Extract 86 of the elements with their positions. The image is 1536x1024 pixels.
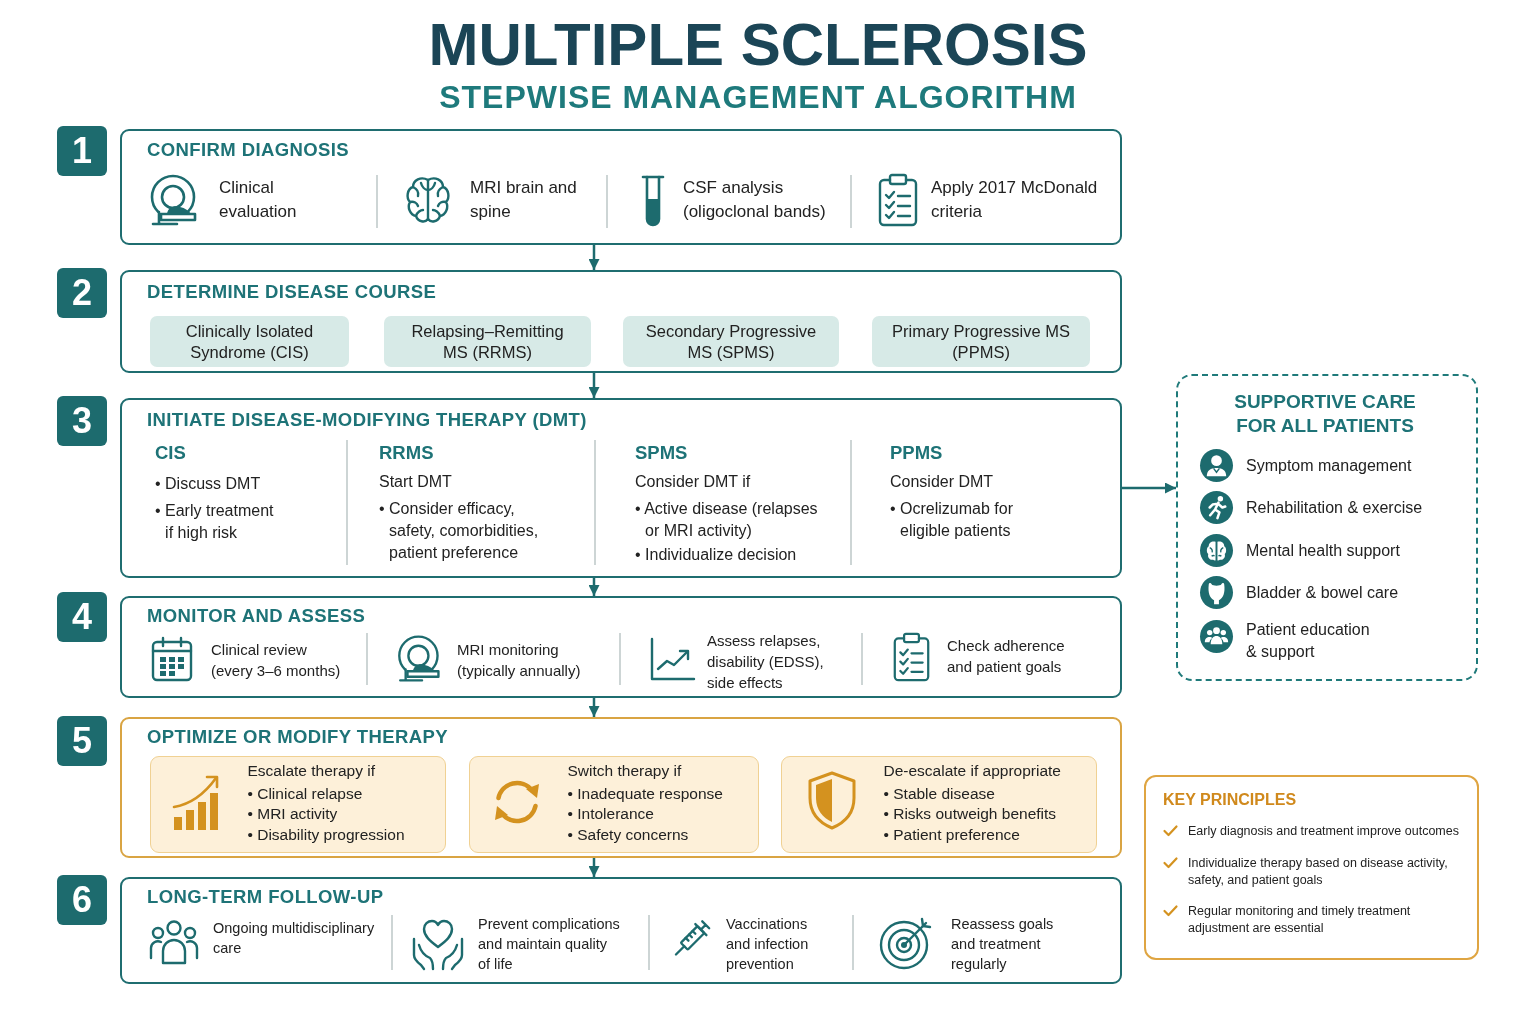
column-heading: PPMS (890, 441, 943, 465)
step-number-badge: 3 (57, 396, 107, 446)
step-number-badge: 5 (57, 716, 107, 766)
step-number-badge: 1 (57, 126, 107, 176)
step-heading: DETERMINE DISEASE COURSE (147, 281, 437, 303)
item-text: Rehabilitation & exercise (1246, 498, 1423, 518)
course-label: Primary Progressive MS (PPMS) (892, 320, 1070, 363)
principle-text: Early diagnosis and treatment improve outcomes (1188, 822, 1459, 840)
step-heading: CONFIRM DIAGNOSIS (147, 139, 350, 161)
option-card (469, 756, 759, 853)
arrow (588, 373, 600, 398)
arrow (588, 245, 600, 270)
panel-heading: SUPPORTIVE CARE FOR ALL PATIENTS (1233, 390, 1417, 438)
step-panel (120, 877, 1122, 984)
column-heading: SPMS (635, 441, 688, 465)
column-heading: RRMS (379, 441, 434, 465)
disease-course-pill (384, 316, 591, 367)
item-text: MRI brain and spine (470, 177, 578, 223)
bullet-item: • Individualize decision (635, 545, 797, 565)
disease-course-pill (623, 316, 839, 367)
bullet-item: • MRI activity (247, 804, 338, 824)
principle-text: Regular monitoring and timely treatment adjustment are essential (1188, 902, 1412, 937)
arrow (588, 858, 600, 877)
bullet-item: • Early treatment if high risk (155, 501, 275, 543)
bullet-item: • Active disease (relapses or MRI activity) (635, 499, 819, 541)
course-label: Relapsing–Remitting MS (RRMS) (410, 320, 565, 363)
item-text: MRI monitoring (typically annually) (457, 640, 582, 681)
step-heading: LONG-TERM FOLLOW-UP (147, 886, 384, 908)
column-heading: CIS (155, 441, 186, 465)
step-panel (120, 717, 1122, 858)
supportive-care-panel (1176, 374, 1478, 681)
option-card (781, 756, 1097, 853)
arrow (588, 698, 600, 717)
disease-course-pill (150, 316, 349, 367)
item-text: Consider DMT if (635, 472, 751, 492)
item-text: Assess relapses, disability (EDSS), side effects (707, 631, 825, 693)
item-text: Prevent complications and maintain quality of life (478, 915, 621, 974)
option-card (150, 756, 446, 853)
item-text: Clinical evaluation (219, 177, 298, 223)
bullet-item: • Discuss DMT (155, 474, 261, 494)
course-label: Clinically Isolated Syndrome (CIS) (184, 320, 315, 363)
arrow (588, 578, 600, 596)
bullet-item: • Clinical relapse (247, 784, 363, 804)
item-text: Reassess goals and treatment regularly (951, 915, 1055, 974)
title: MULTIPLE SCLEROSIS (427, 13, 1089, 77)
item-text: Escalate therapy if (247, 761, 375, 781)
item-text: Apply 2017 McDonald criteria (931, 177, 1099, 223)
item-text: Symptom management (1246, 456, 1412, 476)
arrow (1122, 482, 1176, 494)
bullet-item: • Stable disease (883, 784, 995, 804)
bullet-item: • Intolerance (567, 804, 654, 824)
bullet-item: • Patient preference (883, 825, 1020, 845)
item-text: CSF analysis (oligoclonal bands) (683, 177, 827, 223)
principle-text: Individualize therapy based on disease activity, safety, and patient goals (1188, 854, 1449, 889)
step-panel (120, 270, 1122, 373)
step-heading: MONITOR AND ASSESS (147, 605, 366, 627)
item-text: Clinical review (every 3–6 months) (211, 640, 342, 681)
bullet-item: • Inadequate response (567, 784, 723, 804)
bullet-item: • Safety concerns (567, 825, 689, 845)
bullet-item: • Disability progression (247, 825, 405, 845)
step-heading: OPTIMIZE OR MODIFY THERAPY (147, 726, 448, 748)
item-text: Mental health support (1246, 541, 1400, 561)
item-text: De-escalate if appropriate (883, 761, 1061, 781)
item-text: Ongoing multidisciplinary care (213, 919, 376, 958)
step-number-badge: 2 (57, 268, 107, 318)
bullet-item: • Risks outweigh benefits (883, 804, 1057, 824)
item-text: Check adherence and patient goals (947, 636, 1066, 677)
step-heading: INITIATE DISEASE-MODIFYING THERAPY (DMT) (147, 409, 587, 431)
disease-course-pill (872, 316, 1090, 367)
bullet-item: • Ocrelizumab for eligible patients (890, 499, 1014, 541)
item-text: Bladder & bowel care (1246, 583, 1399, 603)
step-number-badge: 4 (57, 592, 107, 642)
step-number-badge: 6 (57, 875, 107, 925)
step-panel (120, 398, 1122, 578)
item-text: Start DMT (379, 472, 452, 492)
item-text: Patient education & support (1246, 620, 1371, 662)
bullet-item: • Consider efficacy, safety, comorbidities, patient preference (379, 499, 540, 563)
key-principles-panel (1144, 775, 1479, 960)
subtitle: STEPWISE MANAGEMENT ALGORITHM (438, 79, 1078, 115)
item-text: Consider DMT (890, 472, 994, 492)
item-text: Vaccinations and infection prevention (726, 915, 810, 974)
item-text: Switch therapy if (567, 761, 682, 781)
course-label: Secondary Progressive MS (SPMS) (644, 320, 818, 363)
panel-heading: KEY PRINCIPLES (1163, 790, 1297, 810)
step-panel (120, 596, 1122, 698)
step-panel (120, 129, 1122, 245)
